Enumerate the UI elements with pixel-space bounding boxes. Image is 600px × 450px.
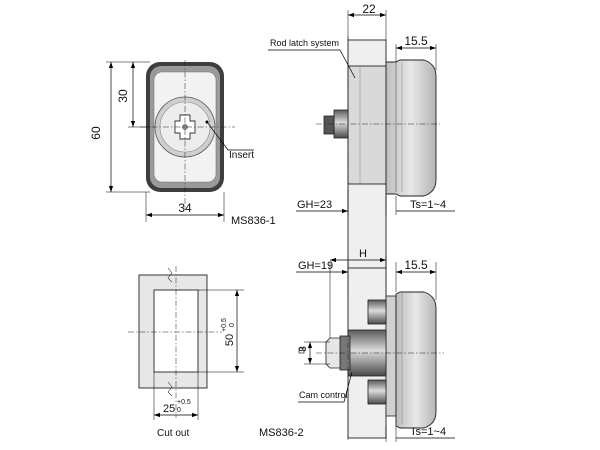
dim-tol-50-minus: 0 (229, 323, 236, 327)
dim-tol-25-plus: +0.5 (177, 399, 191, 406)
cutout-view: 50 +0.5 0 25 +0.5 0 Cut out (128, 266, 244, 439)
dim-label-8: 8 (298, 346, 309, 352)
dim-label-25: 25 (163, 403, 175, 415)
cam-control-leader (298, 371, 353, 403)
side-view-1: 22 15.5 Rod latch system GH=23 Ts=1~4 (268, 2, 455, 297)
side-view-2: GH=19 H 15.5 8 Cam control Ts=1~4 MS836-… (259, 248, 455, 442)
front-view: 60 30 34 Insert MS836-1 (89, 60, 276, 227)
dim-label-60: 60 (89, 126, 103, 140)
dim-label-15-5-b: 15.5 (404, 258, 428, 272)
rod-latch-leader (268, 49, 356, 79)
cam-control-label: Cam control (299, 390, 348, 400)
model-label-1: MS836-1 (231, 215, 276, 227)
gh-label-1: GH=23 (297, 199, 332, 211)
dim-label-50: 50 (224, 334, 236, 346)
ts-label-1: Ts=1~4 (410, 199, 446, 211)
insert-label: Insert (229, 150, 254, 161)
dim-tol-25-minus: 0 (177, 407, 181, 414)
dim-label-30: 30 (116, 89, 130, 103)
rod-latch-label: Rod latch system (270, 38, 339, 48)
dim-tol-50-plus: +0.5 (221, 318, 228, 332)
h-label: H (359, 248, 367, 260)
dim-label-34: 34 (178, 201, 192, 215)
cutout-caption: Cut out (157, 428, 189, 439)
insert-leader (206, 121, 254, 151)
gh-label-2: GH=19 (298, 260, 333, 272)
dim-label-22: 22 (362, 2, 376, 16)
model-label-2: MS836-2 (259, 427, 304, 439)
ts-label-2: Ts=1~4 (410, 426, 446, 438)
dim-label-15-5-a: 15.5 (404, 34, 428, 48)
